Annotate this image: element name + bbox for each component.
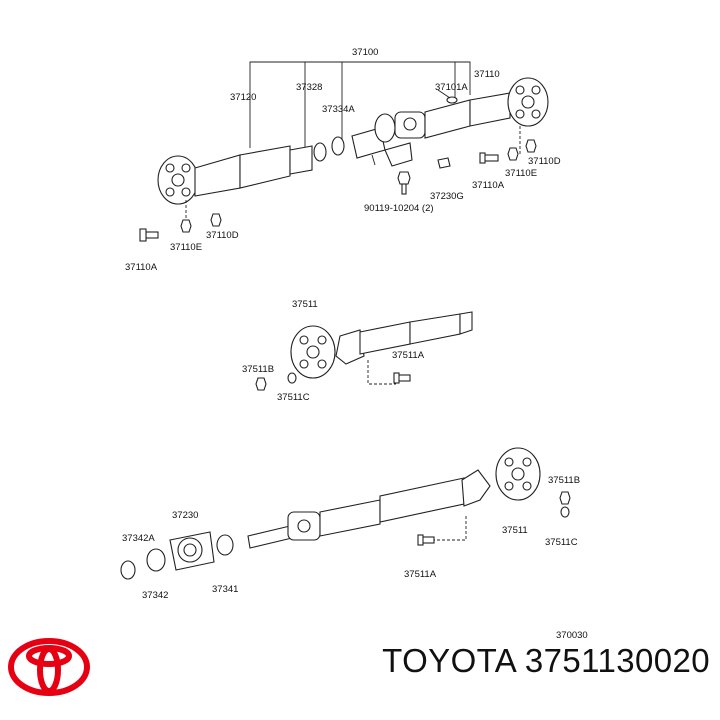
label-37328: 37328 (296, 82, 322, 93)
washer-37511C-middle (287, 372, 297, 384)
label-37511C-bottom: 37511C (545, 537, 578, 548)
shaft-tube-left (194, 154, 241, 197)
splined-shaft-bottom (247, 525, 293, 549)
bottom-propeller-shaft-assembly: 37230 37342A 37342 37341 37511A 37511B 3… (120, 447, 588, 641)
label-37511A-bottom: 37511A (404, 569, 437, 580)
washer-37511C-bottom (560, 506, 570, 518)
brand-part-number: TOYOTA 3751130020 (382, 642, 710, 679)
brand-footer: TOYOTA 3751130020 (0, 628, 720, 720)
bolt-90119 (397, 171, 411, 195)
label-37110E-left: 37110E (170, 242, 202, 253)
label-37100: 37100 (352, 47, 378, 58)
bolt-nut-set-top-right (479, 126, 537, 164)
label-37342: 37342 (142, 590, 168, 601)
shaft-tube-bottom-left (319, 499, 381, 537)
label-37341: 37341 (212, 584, 238, 595)
label-37511A-middle: 37511A (392, 350, 425, 361)
shaft-tube-bottom-right (379, 477, 465, 523)
ring-37328 (313, 142, 327, 162)
label-37101A: 37101A (435, 82, 468, 93)
washer-37230G (437, 157, 451, 169)
nut-37511B-bottom (559, 491, 571, 505)
label-37334A: 37334A (322, 104, 355, 115)
flange-middle (335, 329, 365, 365)
label-37511B-bottom: 37511B (548, 475, 580, 486)
bolt-37511A-bottom (421, 536, 435, 544)
universal-joint-top (394, 111, 426, 139)
ring-37342A (120, 560, 136, 580)
top-propeller-shaft-assembly: 37100 37120 37328 37334A 37101A 37110 37… (125, 47, 561, 273)
flexible-coupling-top-right (507, 77, 549, 127)
label-37110: 37110 (474, 69, 500, 80)
toyota-logo-icon (8, 638, 90, 696)
label-37230G: 37230G (430, 191, 464, 202)
label-37110A-top: 37110A (472, 180, 505, 191)
shaft-tube-center-left (239, 145, 291, 189)
middle-coupling-assembly: 37511 37511B 37511C 37511A (242, 299, 473, 403)
ring-37342 (146, 548, 166, 572)
bolt-37511A-middle (397, 374, 411, 382)
label-90119: 90119-10204 (2) (364, 203, 434, 214)
flexible-coupling-top-left (157, 155, 199, 205)
diagram-code: 370030 (556, 630, 588, 641)
bolt-nut-set-top-left (139, 200, 222, 242)
nut-37511B-middle (255, 377, 267, 391)
label-37511-bottom: 37511 (502, 525, 528, 536)
label-37511-middle: 37511 (292, 299, 318, 310)
label-37110D-top: 37110D (528, 156, 561, 167)
flexible-coupling-bottom (495, 447, 541, 501)
washer-37101A (446, 96, 458, 104)
label-37511B-middle: 37511B (242, 364, 274, 375)
label-37110D-left: 37110D (206, 230, 239, 241)
center-support-bracket (384, 142, 413, 167)
label-37230: 37230 (172, 510, 198, 521)
flange-bottom (461, 469, 491, 507)
label-37120: 37120 (230, 92, 256, 103)
ring-37341 (216, 534, 234, 556)
shaft-tube-right (424, 99, 471, 139)
label-37110A-left: 37110A (125, 262, 158, 273)
flexible-coupling-middle (290, 325, 336, 379)
label-37110E-top: 37110E (505, 168, 537, 179)
ring-37334A (331, 136, 345, 156)
center-bearing-37230 (169, 531, 215, 571)
label-37342A: 37342A (122, 533, 155, 544)
universal-joint-bottom (287, 511, 321, 541)
label-37511C-middle: 37511C (277, 392, 310, 403)
